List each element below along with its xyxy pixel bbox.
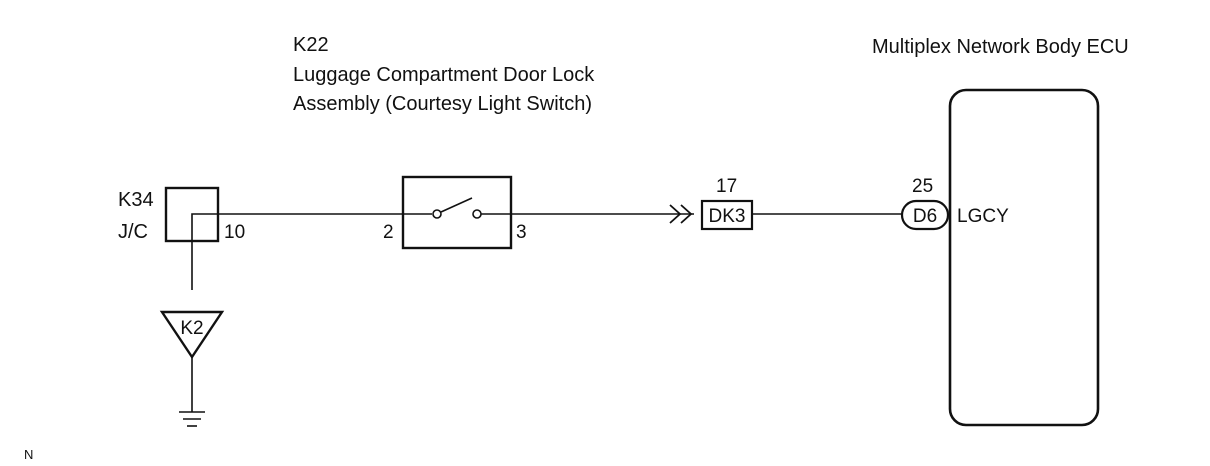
ecu-pin-number: 25	[912, 176, 933, 197]
junction-internal-wire	[191, 213, 218, 290]
d6-label: D6	[913, 206, 937, 227]
junction-code: K34	[118, 189, 154, 211]
switch-contact-right	[472, 209, 482, 219]
switch-blade	[440, 197, 473, 213]
switch-pin-left: 2	[383, 222, 394, 243]
junction-type: J/C	[118, 221, 148, 243]
connector-chevron-1	[669, 204, 682, 224]
courtesy-switch-box	[401, 175, 513, 250]
corner-mark: N	[24, 447, 33, 462]
dk3-connector-box	[700, 199, 754, 231]
switch-component-code: K22	[293, 34, 329, 56]
ecu-name: Multiplex Network Body ECU	[872, 36, 1129, 58]
ecu-terminal-label: LGCY	[957, 206, 1009, 227]
junction-pin: 10	[224, 222, 245, 243]
switch-component-name-line2: Assembly (Courtesy Light Switch)	[293, 93, 592, 115]
ecu-body	[948, 88, 1100, 427]
ground-symbol-icon	[179, 411, 205, 427]
ground-point-label: K2	[180, 318, 203, 339]
connector-chevron-2	[680, 204, 693, 224]
switch-contact-left	[432, 209, 442, 219]
switch-pin-right: 3	[516, 222, 527, 243]
d6-connector-oval	[900, 199, 950, 231]
dk3-label: DK3	[709, 206, 746, 227]
switch-component-name-line1: Luggage Compartment Door Lock	[293, 64, 595, 86]
ground-point-triangle	[159, 310, 225, 360]
dk3-pin-number: 17	[716, 176, 737, 197]
